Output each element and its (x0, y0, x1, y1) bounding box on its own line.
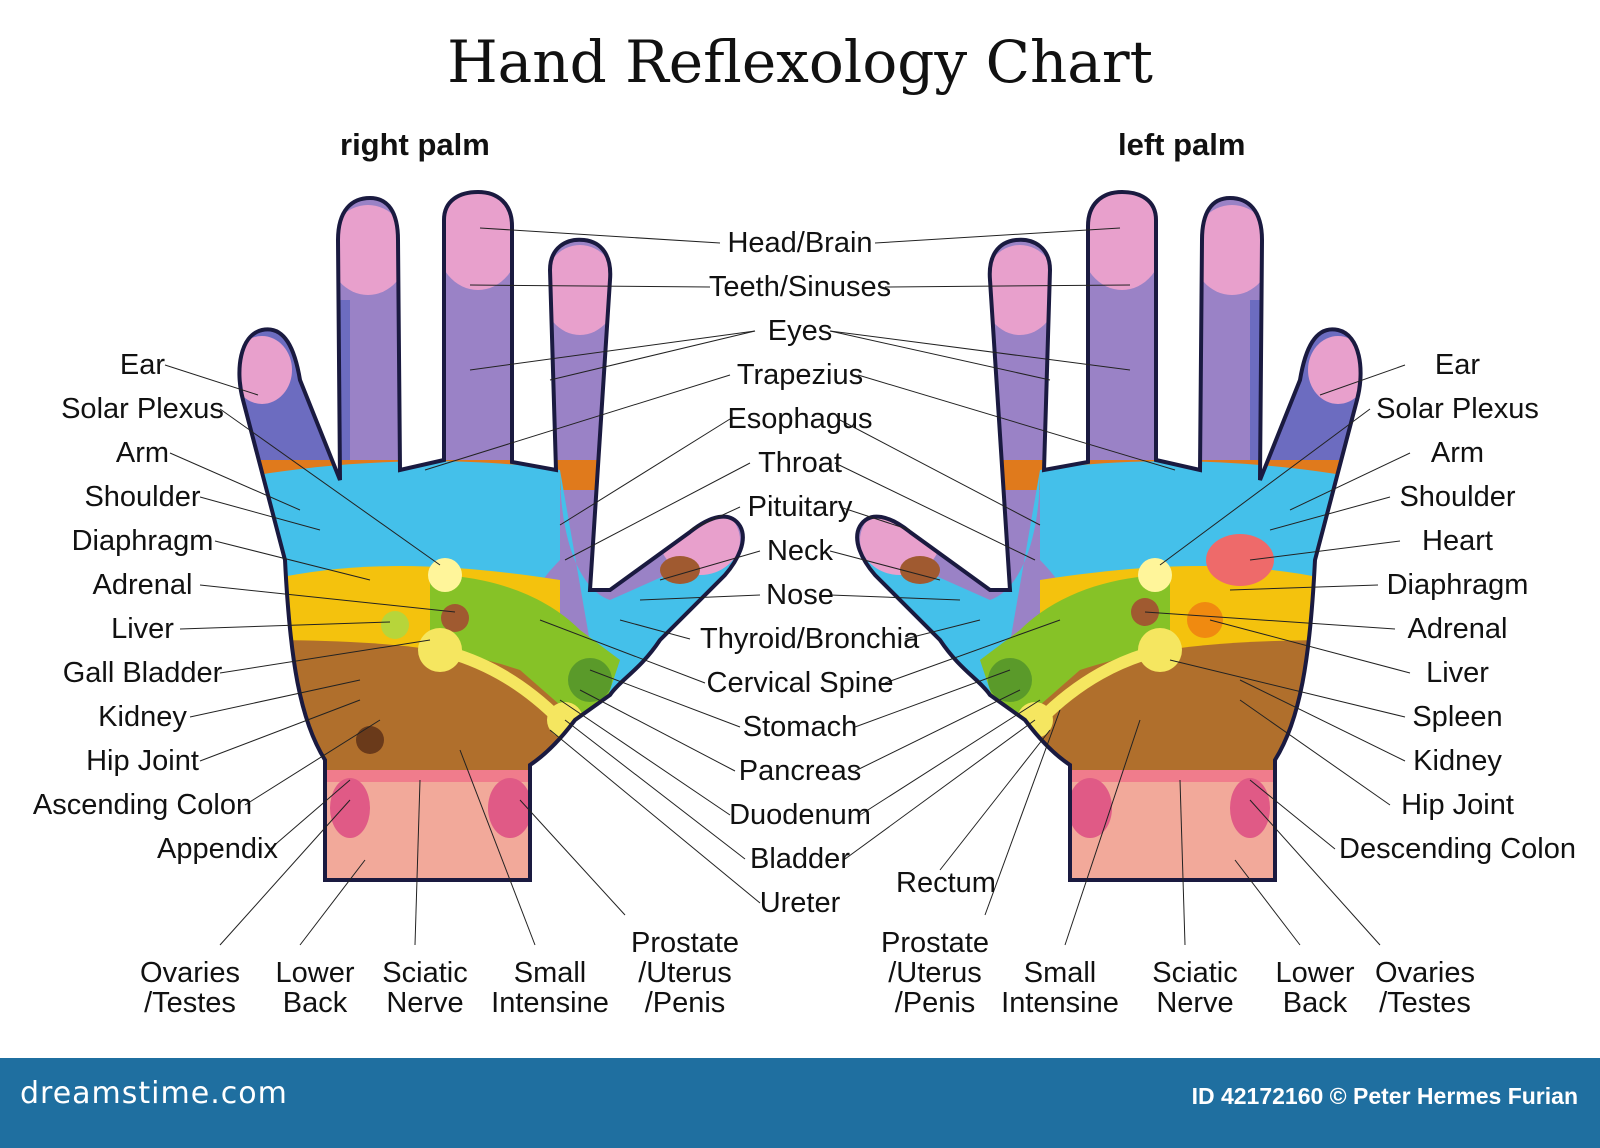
label-pituitary: Pituitary (747, 491, 853, 523)
left-palm-label-diaphragm: Diaphragm (1386, 569, 1529, 601)
left-palm-label-arm: Arm (1430, 437, 1485, 469)
left-palm-title: left palm (1118, 127, 1246, 162)
label-duodenum: Duodenum (729, 799, 871, 831)
leader-lines (164, 227, 1411, 946)
label-eyes: Eyes (767, 315, 833, 347)
right-palm-label-gall-bladder: Gall Bladder (62, 657, 223, 689)
hands-diagram (164, 190, 1411, 946)
left-palm-bottom-label-sciatic-nerve: Sciatic Nerve (1152, 957, 1238, 1019)
left-palm-label-shoulder: Shoulder (1399, 481, 1516, 513)
left-palm-label-heart: Heart (1422, 525, 1493, 557)
right-palm-label-hip-joint: Hip Joint (86, 745, 199, 777)
brand-logo: dreamstime.com (20, 1076, 288, 1111)
right-palm-label-ascending-colon: Ascending Colon (32, 789, 253, 821)
right-palm-bottom-label-lower-back: Lower Back (275, 957, 355, 1019)
label-stomach: Stomach (742, 711, 858, 743)
left-palm-label-descending-colon: Descending Colon (1339, 833, 1576, 865)
right-palm-bottom-label-ovaries-testes: Ovaries /Testes (140, 957, 240, 1019)
chart-title: Hand Reflexology Chart (447, 28, 1153, 96)
label-neck: Neck (766, 535, 834, 567)
label-esophagus: Esophagus (727, 403, 873, 435)
left-palm-bottom-label-prostate-uterus-penis: Prostate /Uterus /Penis (881, 927, 989, 1019)
label-teeth-sinuses: Teeth/Sinuses (708, 271, 892, 303)
left-palm-label-ear: Ear (1434, 349, 1481, 381)
left-palm-hand (855, 190, 1363, 882)
left-palm-label-spleen: Spleen (1412, 701, 1503, 733)
label-throat: Throat (758, 447, 842, 479)
label-ureter: Ureter (759, 887, 841, 919)
right-palm-title: right palm (340, 127, 490, 162)
image-credit: ID 42172160 © Peter Hermes Furian (1191, 1083, 1578, 1109)
right-palm-bottom-label-prostate-uterus-penis: Prostate /Uterus /Penis (631, 927, 739, 1019)
left-palm-bottom-label-ovaries-testes: Ovaries /Testes (1375, 957, 1475, 1019)
label-pancreas: Pancreas (738, 755, 862, 787)
label-nose: Nose (766, 579, 834, 611)
label-thyroid-bronchia: Thyroid/Bronchia (700, 623, 920, 655)
left-palm-label-hip-joint: Hip Joint (1401, 789, 1514, 821)
right-palm-label-kidney: Kidney (98, 701, 187, 733)
right-palm-label-arm: Arm (115, 437, 170, 469)
label-trapezius: Trapezius (736, 359, 864, 391)
right-palm-label-adrenal: Adrenal (92, 569, 193, 601)
right-palm-label-shoulder: Shoulder (84, 481, 201, 513)
left-palm-label-kidney: Kidney (1413, 745, 1502, 777)
label-bladder: Bladder (750, 843, 850, 875)
right-palm-label-solar-plexus: Solar Plexus (61, 393, 224, 425)
left-palm-label-solar-plexus: Solar Plexus (1376, 393, 1539, 425)
label-cervical-spine: Cervical Spine (706, 667, 894, 699)
right-palm-label-ear: Ear (119, 349, 166, 381)
right-palm-hand (237, 190, 745, 882)
right-palm-label-liver: Liver (111, 613, 174, 645)
left-palm-label-adrenal: Adrenal (1407, 613, 1508, 645)
left-palm-label-liver: Liver (1426, 657, 1489, 689)
left-palm-bottom-label-lower-back: Lower Back (1275, 957, 1355, 1019)
right-palm-bottom-label-sciatic-nerve: Sciatic Nerve (382, 957, 468, 1019)
footer-bar: dreamstime.com ID 42172160 © Peter Herme… (0, 1058, 1600, 1148)
label-rectum: Rectum (896, 867, 996, 899)
label-head-brain: Head/Brain (727, 227, 873, 259)
right-palm-label-appendix: Appendix (157, 833, 278, 865)
left-palm-bottom-label-small-intensine: Small Intensine (1001, 957, 1119, 1019)
right-palm-label-diaphragm: Diaphragm (71, 525, 214, 557)
right-palm-bottom-label-small-intensine: Small Intensine (491, 957, 609, 1019)
